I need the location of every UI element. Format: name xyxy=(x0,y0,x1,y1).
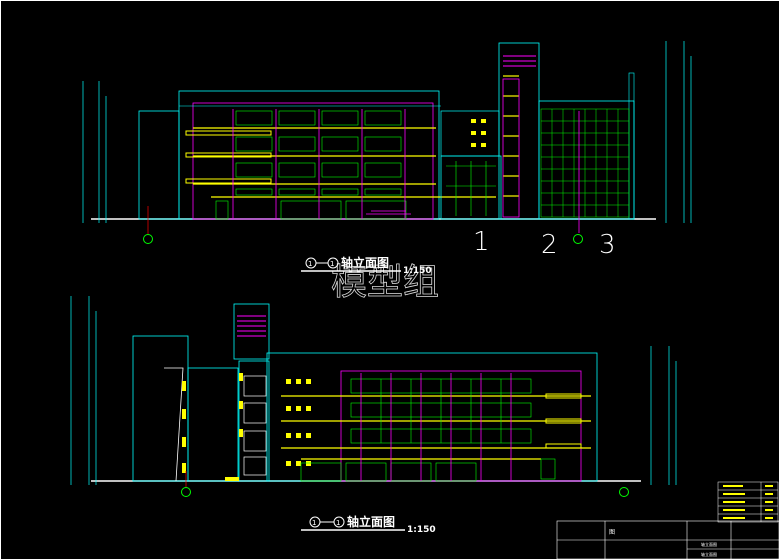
bottom-axis-bubble-end xyxy=(619,487,629,497)
top-title-axis-start-label: 1 xyxy=(308,260,312,268)
callout-2: 2 xyxy=(541,230,558,260)
top-title-axis-end xyxy=(327,257,339,269)
bottom-title-axis-end-label: 1 xyxy=(336,519,340,527)
top-elevation-scale: 1:150 xyxy=(403,266,432,276)
watermark: 模型组 xyxy=(331,262,439,303)
callout-1: 1 xyxy=(473,227,490,257)
top-elevation-title: 轴立面图 xyxy=(341,255,389,270)
bottom-title-axis-end xyxy=(333,516,345,528)
top-right-level-scale xyxy=(665,41,692,223)
top-elevation: 1 2 3 1 1 轴立面图 1:150 xyxy=(82,41,692,276)
callout-3: 3 xyxy=(599,230,616,260)
title-block-row2: 轴立面图 xyxy=(701,551,717,557)
bottom-axis-bubble-start xyxy=(181,487,191,497)
top-left-level-scale xyxy=(82,81,107,223)
bottom-elevation: 1 1 轴立面图 1:150 xyxy=(70,296,677,535)
top-axis-bubble-end xyxy=(573,234,583,244)
top-axis-bubble-start xyxy=(143,234,153,244)
material-legend-table xyxy=(717,481,779,523)
title-block-sheet-label: 图 xyxy=(609,529,615,536)
sheet-title-block xyxy=(556,520,779,559)
top-title-axis-end-label: 1 xyxy=(330,260,334,268)
title-block-row1: 轴立面图 xyxy=(701,541,717,547)
bottom-elevation-title: 轴立面图 xyxy=(347,514,395,529)
bottom-title-axis-start-label: 1 xyxy=(312,519,316,527)
bottom-elevation-scale: 1:150 xyxy=(407,525,436,535)
